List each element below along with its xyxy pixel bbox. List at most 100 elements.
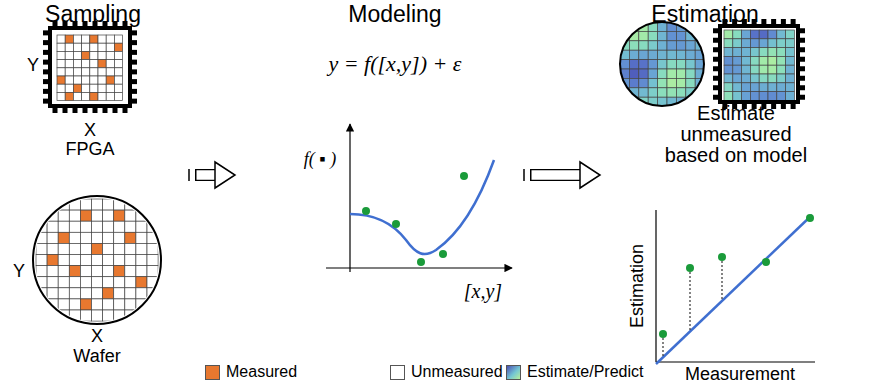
grid-cell (80, 255, 91, 266)
axis-label: Measurement (685, 365, 795, 385)
grid-cell (768, 83, 777, 92)
grid-cell (667, 60, 676, 69)
grid-cell (106, 76, 114, 84)
grid-cell (90, 60, 98, 68)
grid-cell (750, 39, 759, 48)
data-point (659, 330, 667, 338)
grid-cell (742, 92, 751, 101)
grid-cell (82, 92, 90, 100)
grid-cell (786, 30, 795, 39)
grid-cell (114, 60, 122, 68)
grid-cell (114, 310, 125, 321)
fpga-estimate-map (724, 30, 794, 100)
grid-cell (47, 310, 58, 321)
grid-cell (147, 310, 158, 321)
residuals (663, 217, 810, 357)
grid-cell (768, 48, 777, 57)
legend-text: Measured (226, 363, 297, 381)
residual-line (721, 257, 722, 301)
grid-cell (136, 199, 147, 210)
grid-cell (103, 299, 114, 310)
part-label: FPGA (65, 140, 114, 160)
wafer-grid (36, 199, 158, 321)
grid-cell (786, 39, 795, 48)
grid-cell (733, 65, 742, 74)
grid-cell (639, 78, 648, 87)
grid-cell (69, 232, 80, 243)
grid-cell (136, 221, 147, 232)
grid-cell (686, 60, 695, 69)
grid-cell (136, 266, 147, 277)
grid-cell (36, 310, 47, 321)
grid-cell (648, 31, 657, 40)
grid-cell (90, 84, 98, 92)
grid-cell (36, 210, 47, 221)
grid-cell (658, 60, 667, 69)
grid-cell (658, 31, 667, 40)
grid-cell (103, 310, 114, 321)
grid-cell (47, 288, 58, 299)
grid-cell (676, 69, 685, 78)
grid-cell (658, 88, 667, 97)
grid-cell (629, 60, 638, 69)
grid-cell (742, 83, 751, 92)
arrow-shaft (195, 169, 216, 181)
grid-cell (82, 43, 90, 51)
grid-cell (65, 60, 73, 68)
grid-cell (125, 310, 136, 321)
grid-cell (47, 243, 58, 254)
grid-cell (98, 35, 106, 43)
grid-cell (676, 60, 685, 69)
grid-cell (69, 199, 80, 210)
grid-cell (686, 50, 695, 59)
data-point (686, 264, 694, 272)
grid-cell (786, 74, 795, 83)
grid-cell (57, 35, 65, 43)
grid-cell (90, 43, 98, 51)
grid-cell (786, 48, 795, 57)
grid-cell (648, 69, 657, 78)
grid-cell (73, 76, 81, 84)
grid-cell (92, 255, 103, 266)
grid-cell (759, 30, 768, 39)
grid-cell (92, 266, 103, 277)
grid-cell (58, 266, 69, 277)
grid-cell (768, 39, 777, 48)
grid-cell (136, 243, 147, 254)
model-equation: y = f([x,y]) + ε (328, 52, 461, 76)
grid-cell (58, 221, 69, 232)
grid-cell (80, 221, 91, 232)
y-axis (349, 124, 350, 272)
grid-cell (92, 299, 103, 310)
grid-cell (114, 68, 122, 76)
grid-cell (58, 199, 69, 210)
grid-cell (136, 310, 147, 321)
grid-cell (73, 68, 81, 76)
data-point (439, 250, 447, 258)
grid-cell (125, 243, 136, 254)
grid-cell (36, 266, 47, 277)
wafer-estimate-map (620, 22, 705, 107)
grid-cell (147, 232, 158, 243)
grid-cell (724, 83, 733, 92)
grid-cell (103, 266, 114, 277)
data-point (460, 172, 468, 180)
grid-cell (106, 51, 114, 59)
grid-cell (65, 35, 73, 43)
stage-title: Sampling (45, 2, 141, 27)
grid-cell (80, 266, 91, 277)
grid-cell (36, 232, 47, 243)
part-label: X (91, 327, 103, 347)
grid-cell (103, 277, 114, 288)
grid-cell (686, 78, 695, 87)
grid-cell (58, 255, 69, 266)
scatter-points (659, 214, 814, 338)
grid-cell (147, 255, 158, 266)
wafer-map-outline (620, 22, 704, 106)
grid-cell (80, 310, 91, 321)
grid-cell (147, 299, 158, 310)
grid-cell (114, 277, 125, 288)
grid-cell (147, 210, 158, 221)
grid-cell (759, 92, 768, 101)
grid-cell (65, 68, 73, 76)
